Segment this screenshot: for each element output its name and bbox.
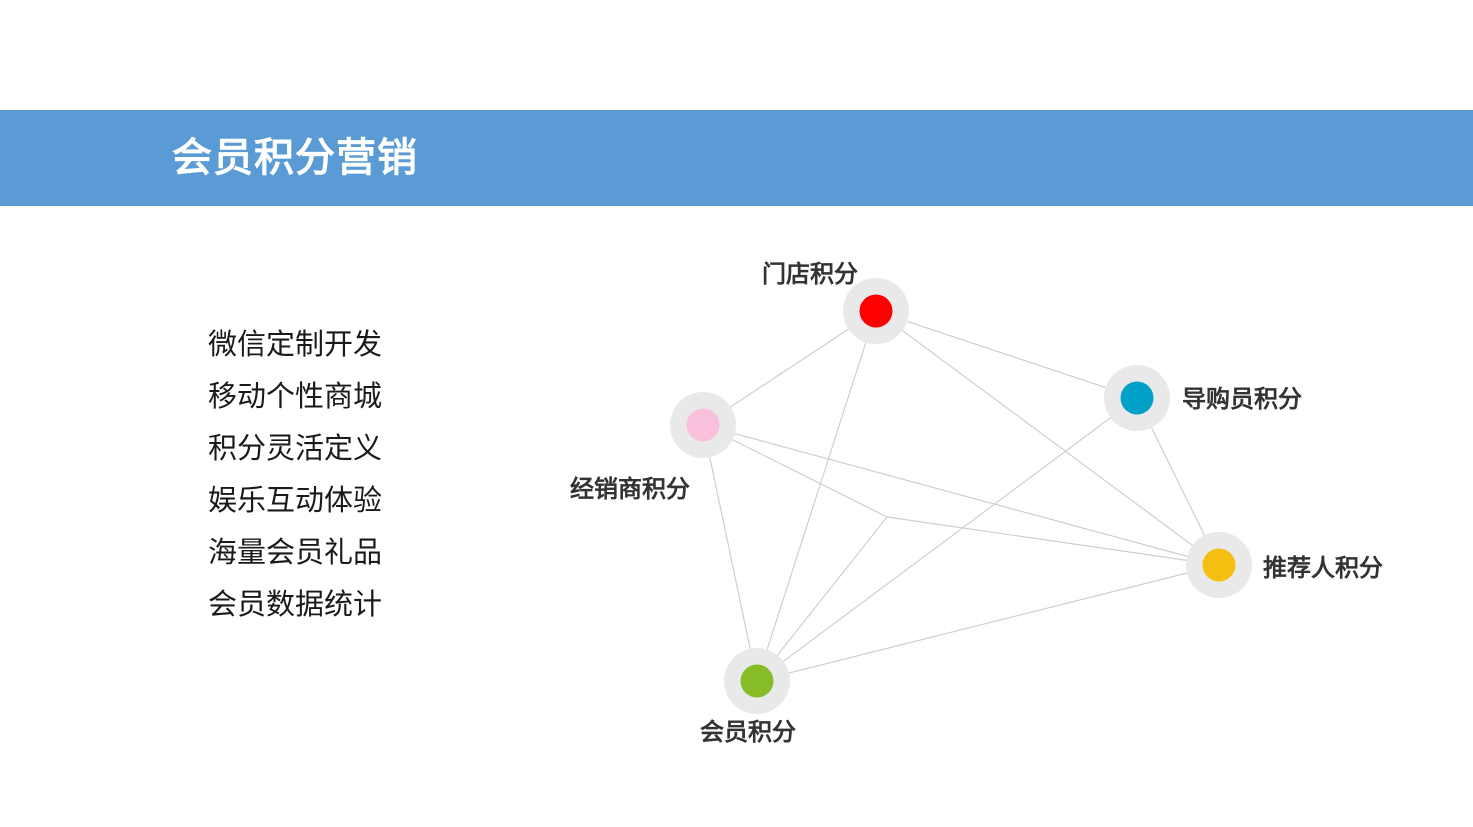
feature-item: 会员数据统计 xyxy=(208,587,383,621)
feature-item: 海量会员礼品 xyxy=(208,535,383,569)
edge-store-dealer xyxy=(702,310,877,426)
edge-store-referral xyxy=(875,310,1220,566)
node-label-store: 门店积分 xyxy=(762,260,858,288)
feature-list: 微信定制开发 移动个性商城 积分灵活定义 娱乐互动体验 海量会员礼品 会员数据统… xyxy=(208,318,382,630)
node-store xyxy=(859,294,893,328)
node-label-member: 会员积分 xyxy=(700,718,796,746)
node-label-dealer: 经销商积分 xyxy=(570,475,690,503)
edge-store-member xyxy=(756,310,877,682)
page-title: 会员积分营销 xyxy=(172,135,418,181)
node-label-referral: 推荐人积分 xyxy=(1263,554,1383,582)
edge-hub-referral xyxy=(886,516,1220,566)
feature-item: 积分灵活定义 xyxy=(208,431,383,465)
feature-item: 微信定制开发 xyxy=(208,327,383,361)
nodes-layer xyxy=(670,278,1252,714)
edge-guide-member xyxy=(756,397,1138,682)
edge-store-guide xyxy=(875,310,1138,399)
node-dealer xyxy=(686,408,720,442)
feature-item: 娱乐互动体验 xyxy=(208,483,383,517)
edge-dealer-hub xyxy=(702,424,888,518)
node-label-guide: 导购员积分 xyxy=(1182,385,1302,413)
edge-hub-member xyxy=(756,516,888,682)
node-guide xyxy=(1120,381,1154,415)
title-bar: 会员积分营销 xyxy=(0,110,1473,206)
edge-dealer-member xyxy=(702,424,758,682)
node-member xyxy=(740,664,774,698)
edge-member-referral xyxy=(756,564,1220,682)
node-referral xyxy=(1202,548,1236,582)
edge-dealer-referral xyxy=(702,424,1220,566)
feature-item: 移动个性商城 xyxy=(208,379,383,413)
